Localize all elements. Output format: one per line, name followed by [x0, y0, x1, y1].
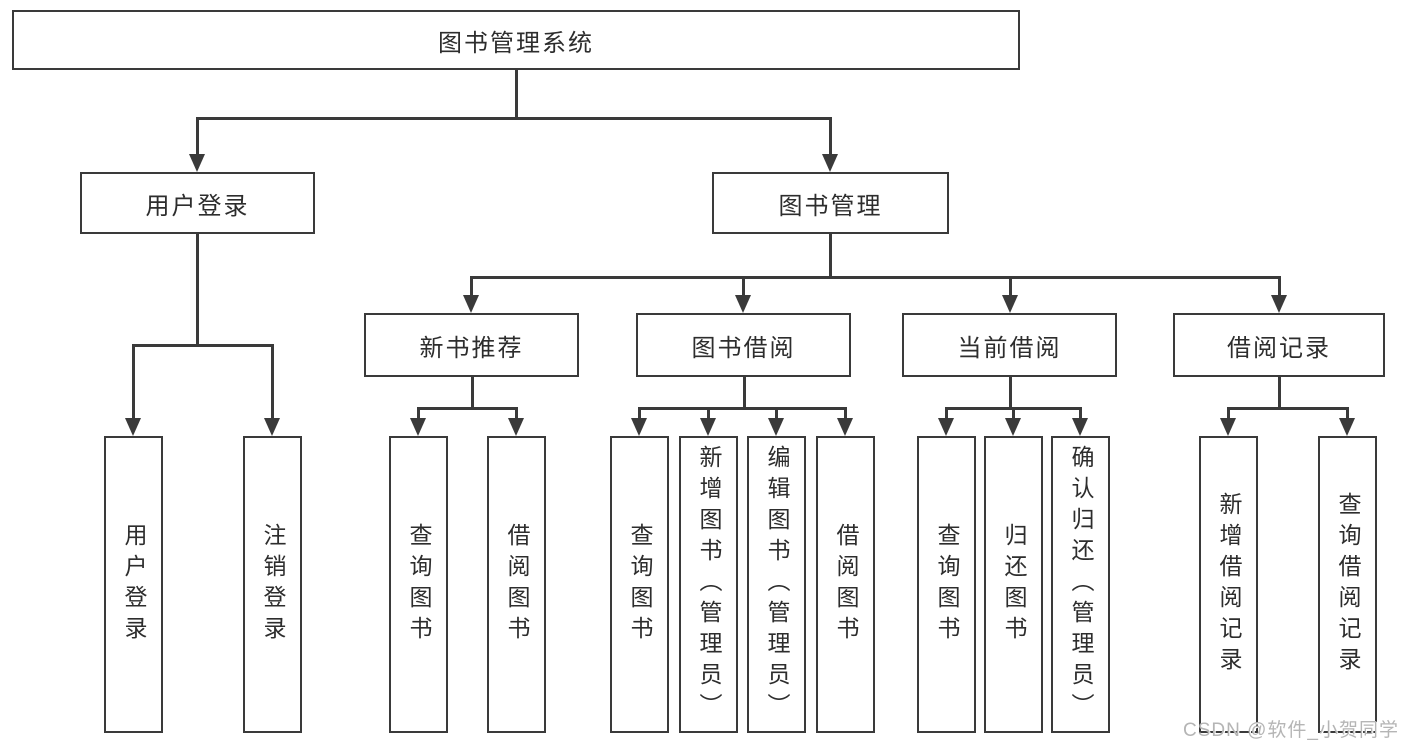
node-new-book-recommend: 新书推荐	[364, 313, 579, 377]
connector-line	[271, 344, 274, 418]
leaf-label: 新增图书（管理员）	[696, 445, 722, 724]
connector-line	[742, 276, 745, 295]
leaf-label: 借阅图书	[504, 522, 530, 647]
leaf-label: 确认归还（管理员）	[1068, 445, 1094, 724]
leaf-search-books-recommend: 查询图书	[389, 436, 448, 733]
arrowhead-icon	[508, 418, 524, 436]
connector-line	[132, 344, 274, 347]
connector-line	[1278, 377, 1281, 407]
node-label: 借阅记录	[1227, 334, 1331, 362]
leaf-borrow-books-recommend: 借阅图书	[487, 436, 546, 733]
leaf-edit-books-admin: 编辑图书（管理员）	[747, 436, 806, 733]
arrowhead-icon	[735, 295, 751, 313]
node-label: 图书管理系统	[438, 29, 594, 57]
connector-line	[196, 117, 832, 120]
arrowhead-icon	[768, 418, 784, 436]
node-book-management: 图书管理	[712, 172, 949, 234]
node-book-borrowing: 图书借阅	[636, 313, 851, 377]
connector-line	[1346, 407, 1349, 418]
leaf-add-borrow-record: 新增借阅记录	[1199, 436, 1258, 733]
node-user-login: 用户登录	[80, 172, 315, 234]
connector-line	[417, 407, 517, 410]
connector-line	[196, 234, 199, 344]
leaf-label: 查询图书	[406, 522, 432, 647]
arrowhead-icon	[1339, 418, 1355, 436]
arrowhead-icon	[631, 418, 647, 436]
arrowhead-icon	[410, 418, 426, 436]
connector-line	[743, 377, 746, 407]
node-label: 图书借阅	[691, 334, 796, 362]
leaf-label: 借阅图书	[833, 522, 859, 647]
arrowhead-icon	[189, 154, 205, 172]
connector-line	[1278, 276, 1281, 295]
connector-line	[707, 407, 710, 418]
node-label: 当前借阅	[957, 334, 1062, 362]
arrowhead-icon	[938, 418, 954, 436]
connector-line	[470, 276, 473, 295]
connector-line	[515, 407, 518, 418]
leaf-logout: 注销登录	[243, 436, 302, 733]
leaf-search-borrow-record: 查询借阅记录	[1318, 436, 1377, 733]
leaf-label: 归还图书	[1001, 522, 1027, 647]
arrowhead-icon	[463, 295, 479, 313]
arrowhead-icon	[1271, 295, 1287, 313]
leaf-label: 用户登录	[121, 522, 147, 647]
node-label: 图书管理	[778, 192, 883, 220]
leaf-label: 注销登录	[260, 522, 286, 647]
connector-line	[829, 234, 832, 276]
connector-line	[775, 407, 778, 418]
node-label: 新书推荐	[419, 334, 524, 362]
leaf-label: 新增借阅记录	[1216, 491, 1242, 678]
leaf-search-books-borrowing: 查询图书	[610, 436, 669, 733]
connector-line	[515, 70, 518, 117]
arrowhead-icon	[125, 418, 141, 436]
arrowhead-icon	[837, 418, 853, 436]
leaf-add-books-admin: 新增图书（管理员）	[679, 436, 738, 733]
arrowhead-icon	[264, 418, 280, 436]
connector-line	[1012, 407, 1015, 418]
connector-line	[132, 344, 135, 418]
arrowhead-icon	[822, 154, 838, 172]
leaf-user-login: 用户登录	[104, 436, 163, 733]
connector-line	[1009, 377, 1012, 407]
leaf-label: 查询借阅记录	[1335, 491, 1361, 678]
leaf-borrow-books-borrowing: 借阅图书	[816, 436, 875, 733]
leaf-label: 编辑图书（管理员）	[764, 445, 790, 724]
node-current-borrowing: 当前借阅	[902, 313, 1117, 377]
arrowhead-icon	[700, 418, 716, 436]
arrowhead-icon	[1072, 418, 1088, 436]
connector-line	[417, 407, 420, 418]
connector-line	[638, 407, 641, 418]
csdn-watermark: CSDN @软件_小贺同学	[1183, 720, 1399, 741]
connector-line	[196, 117, 199, 154]
connector-line	[638, 407, 846, 410]
connector-line	[945, 407, 948, 418]
connector-line	[1227, 407, 1230, 418]
connector-line	[471, 377, 474, 407]
connector-line	[470, 276, 1281, 279]
leaf-return-books: 归还图书	[984, 436, 1043, 733]
connector-line	[829, 117, 832, 154]
node-label: 用户登录	[145, 192, 250, 220]
leaf-search-books-current: 查询图书	[917, 436, 976, 733]
connector-line	[1009, 276, 1012, 295]
connector-line	[1227, 407, 1348, 410]
arrowhead-icon	[1002, 295, 1018, 313]
connector-line	[844, 407, 847, 418]
node-borrowing-records: 借阅记录	[1173, 313, 1385, 377]
node-root-library-system: 图书管理系统	[12, 10, 1020, 70]
connector-line	[1079, 407, 1082, 418]
leaf-label: 查询图书	[934, 522, 960, 647]
leaf-confirm-return-admin: 确认归还（管理员）	[1051, 436, 1110, 733]
leaf-label: 查询图书	[627, 522, 653, 647]
arrowhead-icon	[1220, 418, 1236, 436]
arrowhead-icon	[1005, 418, 1021, 436]
